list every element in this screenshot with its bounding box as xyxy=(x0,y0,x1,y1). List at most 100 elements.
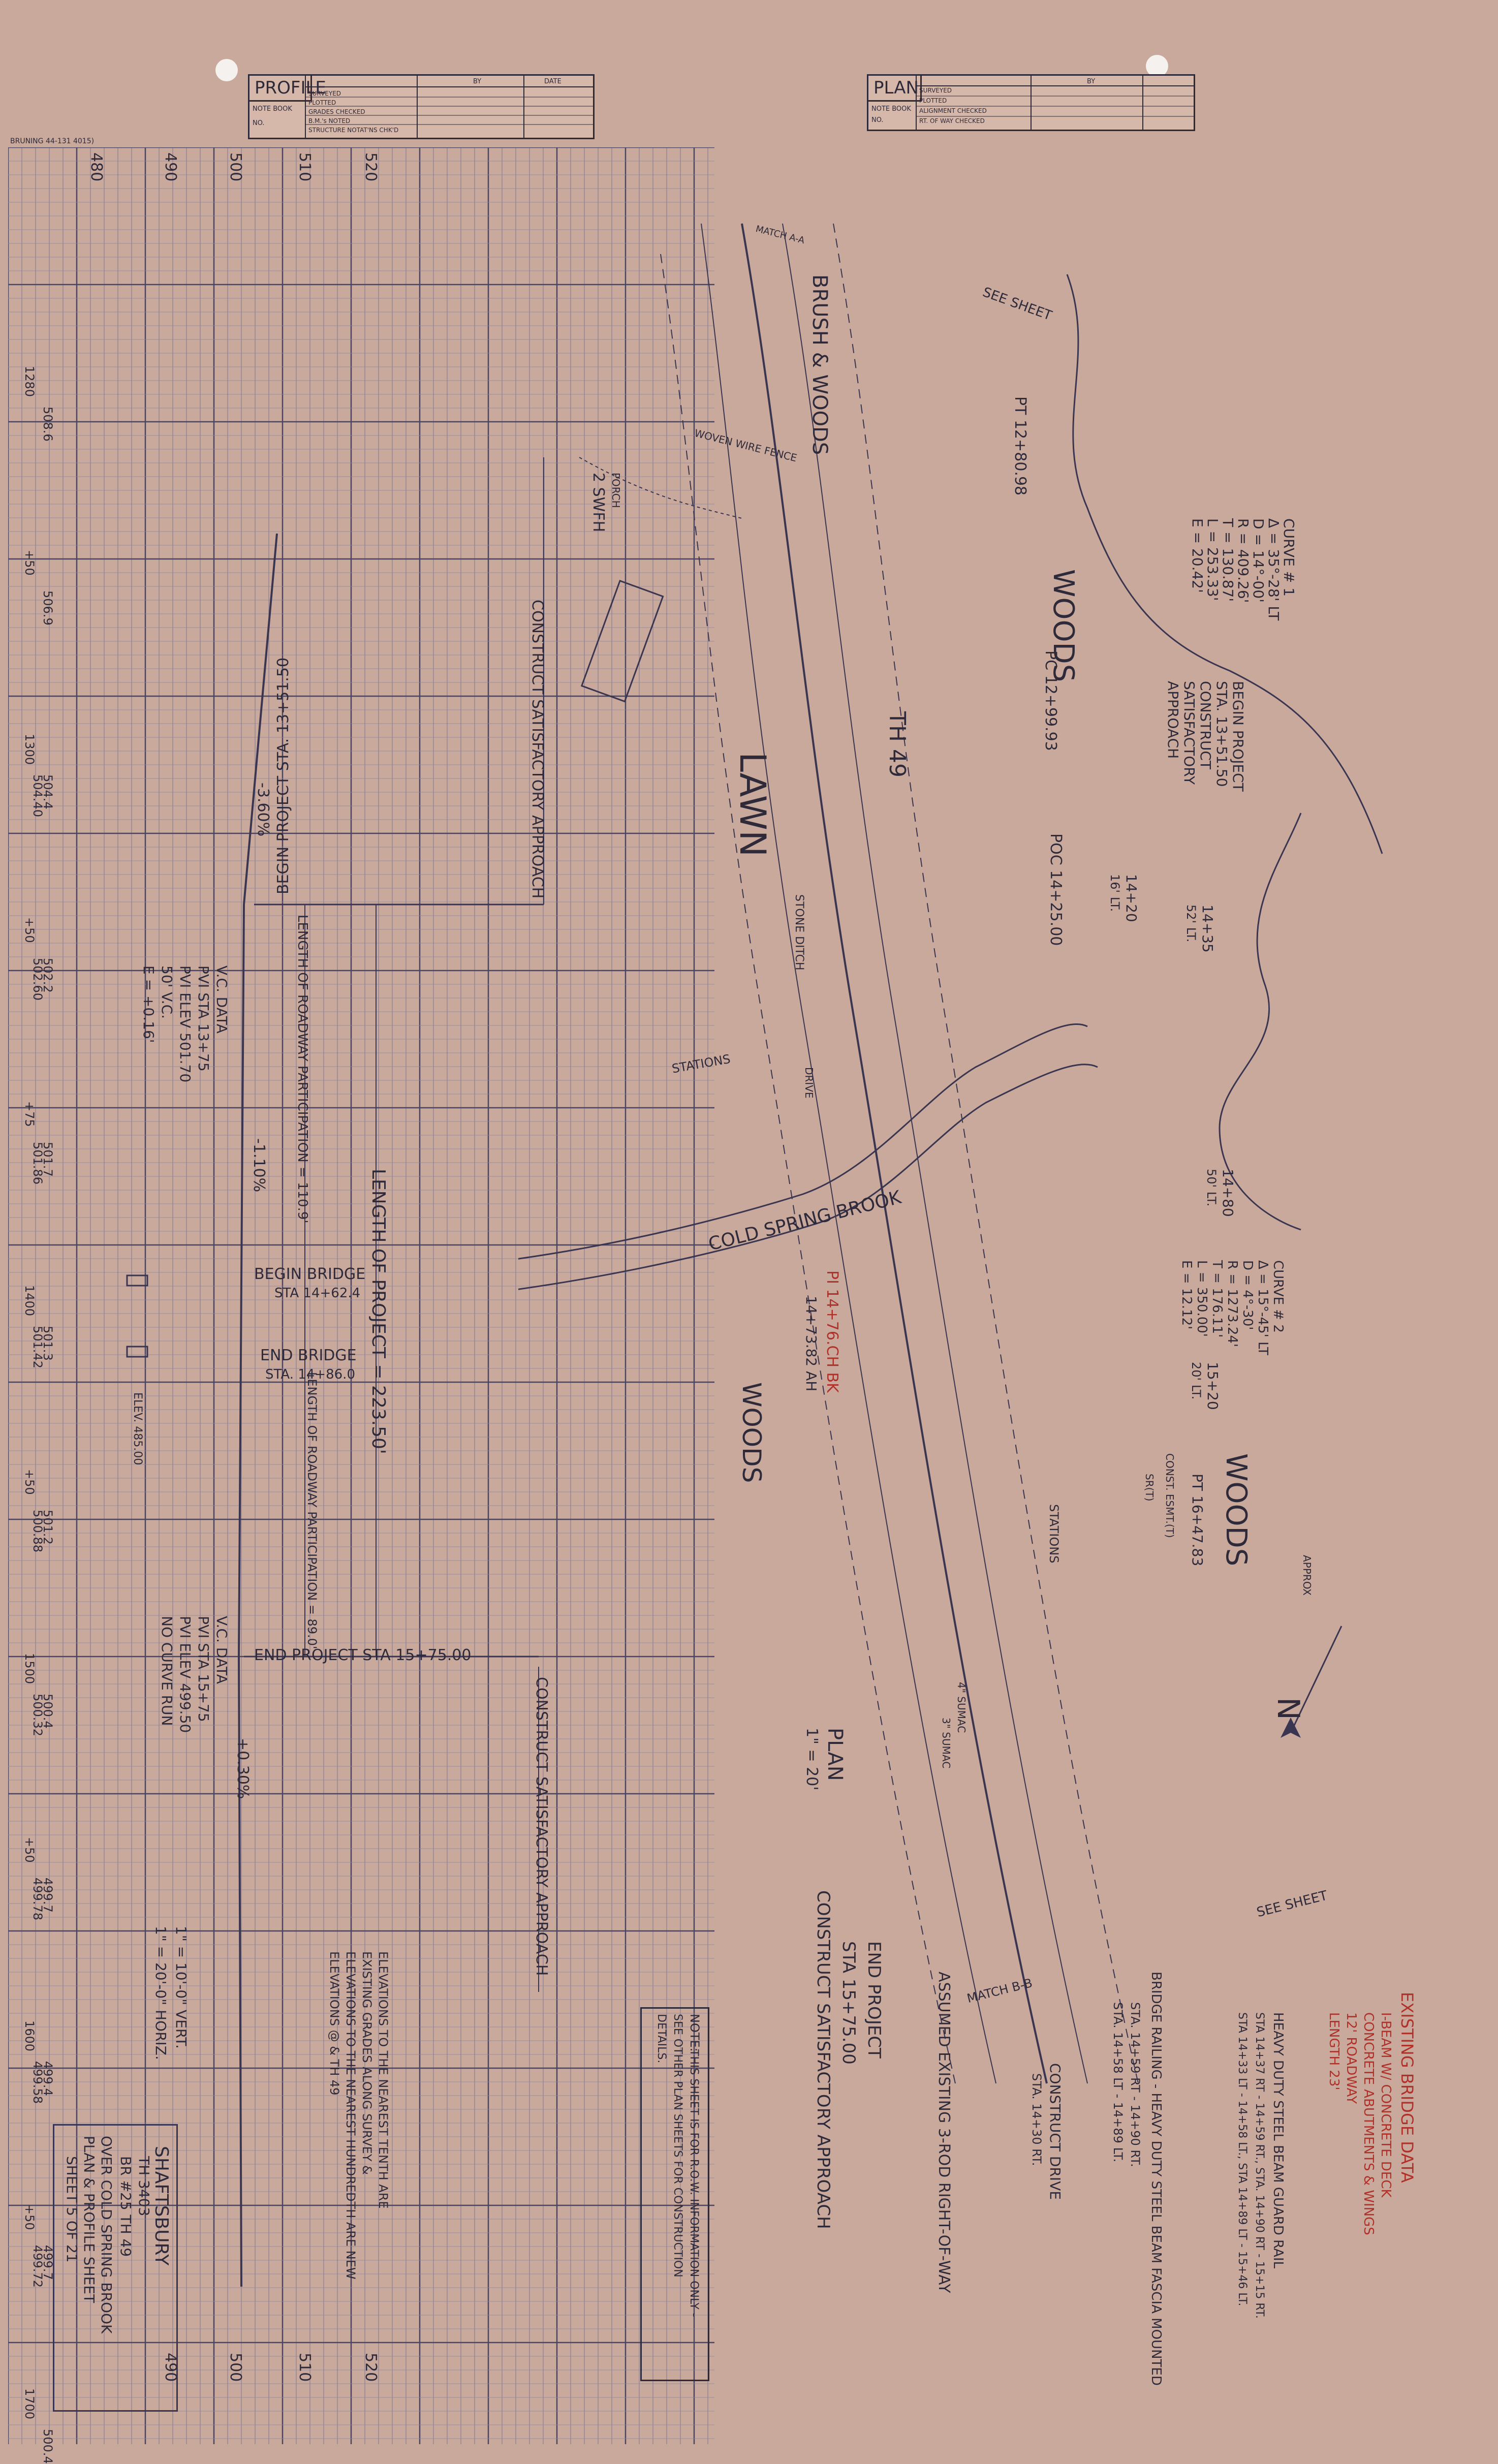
curve1-line: D = 14°-00' xyxy=(1250,518,1267,603)
elevation-value: 499.7 xyxy=(41,1877,55,1913)
title-line: BR #25 TH 49 xyxy=(117,2156,134,2257)
woods-label: WOODS xyxy=(1047,569,1080,682)
porch-outline xyxy=(580,580,664,703)
title-line: TH 3403 xyxy=(136,2156,152,2217)
binding-hole xyxy=(1146,55,1168,77)
construct-drive-note: STA. 14+30 RT. xyxy=(1029,2073,1044,2166)
length-project: LENGTH OF PROJECT = 223.50' xyxy=(368,1169,389,1454)
note-line: THIS SHEET IS FOR R.O.W. INFORMATION ONL… xyxy=(688,2049,700,2317)
curve1-line: L = 253.33' xyxy=(1204,518,1221,601)
grade-1: -3.60% xyxy=(254,783,272,837)
construct-approach-1: CONSTRUCT SATISFACTORY APPROACH xyxy=(528,600,546,899)
vc1-line: E = +0.16' xyxy=(140,965,157,1043)
note-box: NOTE: THIS SHEET IS FOR R.O.W. INFORMATI… xyxy=(640,2007,709,2381)
pt2-label: PT 16+47.83 xyxy=(1189,1474,1206,1567)
vc1-line: PVI ELEV 501.70 xyxy=(177,965,194,1083)
profile-no: NO. xyxy=(253,119,265,127)
plan-block-title: PLAN xyxy=(868,76,922,102)
existing-bridge-note: EXISTING BRIDGE DATA xyxy=(1397,1992,1417,2183)
station-label: 1400 xyxy=(22,1285,37,1317)
elevation-value: 504.4 xyxy=(41,774,55,809)
elevation-value: 500.88 xyxy=(30,1509,45,1552)
row-line xyxy=(833,223,1139,2084)
curve1-line: T = 130.87' xyxy=(1220,518,1236,602)
length-roadway-1: LENGTH OF ROADWAY PARTICIPATION = 110.9' xyxy=(295,915,310,1224)
lawn-label: LAWN xyxy=(732,752,773,857)
profile-note-book: NOTE BOOK xyxy=(253,105,292,113)
sr-label: SR(T) xyxy=(1143,1474,1156,1502)
road-edge xyxy=(782,223,1088,2084)
stone-ditch-label: STONE DITCH xyxy=(793,894,805,971)
elevation-label: 490 xyxy=(162,152,179,182)
profile-row: STRUCTURE NOTAT'NS CHK'D xyxy=(308,127,399,134)
stations-label: STATIONS xyxy=(1047,1504,1061,1564)
brush-woods-label: BRUSH & WOODS xyxy=(808,274,831,455)
profile-row: SURVEYED xyxy=(308,90,341,97)
end-project-plan: CONSTRUCT SATISFACTORY APPROACH xyxy=(813,1890,833,2229)
elevation-value: 501.3 xyxy=(41,1326,55,1361)
sumac-label: 3" SUMAC xyxy=(940,1718,952,1769)
elevation-value: 504.40 xyxy=(30,774,45,817)
elevation-value: 499.4 xyxy=(41,2061,55,2097)
curve2-line: D = 4°-30' xyxy=(1240,1260,1255,1330)
elevation-label: 520 xyxy=(362,2353,380,2382)
elevations-note: EXISTING GRADES ALONG SURVEY & xyxy=(360,1951,374,2175)
profile-block-lines xyxy=(305,76,593,138)
station-label: +75 xyxy=(22,1101,37,1127)
curve2-line: CURVE # 2 xyxy=(1270,1260,1286,1333)
end-bridge: END BRIDGE xyxy=(260,1347,357,1364)
elevation-value: 499.58 xyxy=(30,2061,45,2104)
swfh-label: 2 SWFH xyxy=(589,473,607,533)
sumac-label: 4" SUMAC xyxy=(955,1682,968,1733)
road-edge xyxy=(701,223,996,2084)
guard-rail-note: HEAVY DUTY STEEL BEAM GUARD RAIL xyxy=(1270,2012,1286,2269)
brook-line xyxy=(518,1064,1098,1290)
plan-scale-title: PLAN xyxy=(823,1728,847,1781)
profile-row: GRADES CHECKED xyxy=(308,108,365,115)
begin-project-profile: BEGIN PROJECT STA. 13+51.50 xyxy=(274,657,292,894)
guard-rail-note: STA 14+37 RT - 14+59 RT., STA. 14+90 RT … xyxy=(1253,2012,1266,2319)
vc1-line: PVI STA 13+75 xyxy=(195,965,212,1072)
guard-rail-note: STA 14+33 LT - 14+58 LT., STA 14+89 LT -… xyxy=(1236,2012,1249,2306)
pi-label: PI 14+76.CH BK xyxy=(823,1270,841,1393)
note-title: NOTE: xyxy=(688,2014,702,2052)
plan-note-book: NOTE BOOK xyxy=(871,105,911,113)
poc-label: POC 14+25.00 xyxy=(1047,833,1065,946)
elevation-value: 499.7 xyxy=(41,2245,55,2280)
elevation-value: 500.32 xyxy=(30,1693,45,1736)
curve1-line: R = 409.26' xyxy=(1235,518,1252,603)
elev-485: ELEV. 485.00 xyxy=(131,1392,144,1465)
begin-bridge: BEGIN BRIDGE xyxy=(254,1265,366,1283)
begin-proj-line: APPROACH xyxy=(1165,681,1181,759)
woods-label: WOODS xyxy=(1220,1453,1253,1567)
elevation-value: 499.78 xyxy=(30,1877,45,1920)
existing-bridge-note: LENGTH 23' xyxy=(1326,2012,1341,2091)
profile-block-title: PROFILE xyxy=(249,76,326,102)
sta-label: 52' LT. xyxy=(1184,904,1198,943)
title-line: SHAFTSBURY xyxy=(151,2146,172,2266)
th49-label: TH 49 xyxy=(884,711,910,777)
elevation-value: 501.86 xyxy=(30,1142,45,1185)
vc2-line: PVI STA 15+75 xyxy=(195,1616,212,1722)
station-label: +50 xyxy=(22,1836,37,1863)
north-arrow-icon xyxy=(1281,1718,1301,1738)
profile-by: BY xyxy=(473,78,482,85)
plan-title-block: PLAN NOTE BOOK NO. BY SURVEYED PLOTTED A… xyxy=(867,74,1195,131)
title-line: OVER COLD SPRING BROOK xyxy=(98,2136,115,2334)
elevation-value: 502.2 xyxy=(41,958,55,993)
elevations-note: ELEVATIONS TO THE NEAREST HUNDREDTH ARE … xyxy=(344,1951,358,2280)
bridge-mark xyxy=(126,1346,148,1358)
sta-label: 16' LT. xyxy=(1108,874,1122,912)
begin-proj-line: CONSTRUCT xyxy=(1197,681,1214,770)
row-line xyxy=(660,254,956,2084)
construct-approach-2: CONSTRUCT SATISFACTORY APPROACH xyxy=(533,1677,550,1976)
begin-bridge-sta: STA 14+62.4 xyxy=(274,1286,361,1301)
elevation-label: 500 xyxy=(227,152,244,182)
station-label: 1280 xyxy=(22,366,37,397)
begin-proj-line: STA. 13+51.50 xyxy=(1213,681,1230,787)
grade-line xyxy=(238,904,245,1657)
length-roadway-2: LENGTH OF ROADWAY PARTICIPATION = 89.0' xyxy=(305,1372,319,1649)
pi-ah-label: 14+73.82 AH xyxy=(803,1296,820,1392)
bridge-mark xyxy=(126,1274,148,1287)
plan-by: BY xyxy=(1087,78,1096,85)
